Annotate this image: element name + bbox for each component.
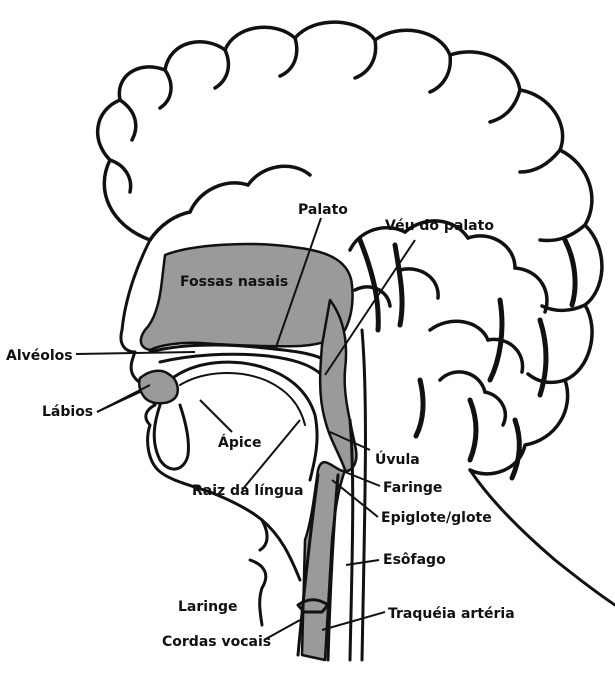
label-labios: Lábios — [42, 404, 93, 420]
label-traqueia-arteria: Traquéia artéria — [388, 606, 515, 622]
hair-illustration — [98, 22, 602, 474]
label-laringe: Laringe — [178, 599, 238, 615]
nasal-cavity — [141, 244, 353, 350]
label-cordas-vocais: Cordas vocais — [162, 634, 271, 650]
label-raiz-da-lingua: Raiz da língua — [192, 483, 303, 499]
label-fossas-nasais: Fossas nasais — [180, 274, 288, 290]
label-uvula: Úvula — [375, 450, 420, 468]
label-palato: Palato — [298, 202, 348, 218]
label-esofago: Esôfago — [383, 552, 446, 568]
label-faringe: Faringe — [383, 480, 442, 496]
label-apice: Ápice — [218, 434, 261, 451]
label-veu-do-palato: Véu do palato — [385, 218, 494, 234]
tongue-inner — [180, 373, 305, 425]
label-alveolos: Alvéolos — [6, 348, 73, 364]
label-epiglote-glote: Epiglote/glote — [381, 510, 492, 526]
